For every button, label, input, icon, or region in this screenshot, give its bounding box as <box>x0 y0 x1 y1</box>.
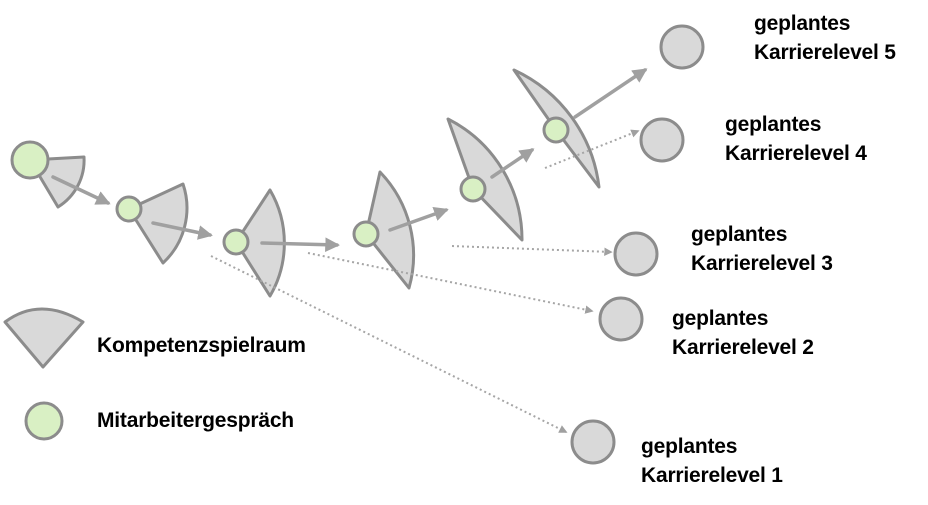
nodes-group <box>10 116 570 256</box>
circle-node-icon <box>459 175 487 203</box>
level-label-line2: Karrierelevel 1 <box>641 464 783 487</box>
legend-sector-label: Kompetenzspielraum <box>97 334 306 357</box>
circle-node-icon <box>222 228 250 256</box>
circle-node-icon <box>10 140 50 180</box>
arrow <box>490 148 535 179</box>
sector-icon <box>446 117 524 242</box>
circle-target-icon <box>639 117 685 163</box>
circle-node-icon <box>24 401 64 441</box>
dotted-arrow <box>307 252 594 314</box>
dotted-arrow <box>210 255 568 433</box>
level-label-2: geplantes Karrierelevel 2 <box>672 304 814 362</box>
level-label-line1: geplantes <box>754 12 851 35</box>
arrow <box>388 207 449 232</box>
level-label-line1: geplantes <box>672 307 769 330</box>
circle-target-icon <box>598 296 644 342</box>
level-label-5: geplantes Karrierelevel 5 <box>754 9 896 67</box>
circle-node-icon <box>115 195 143 223</box>
level-label-line2: Karrierelevel 2 <box>672 336 814 359</box>
sectors-group <box>28 68 601 298</box>
level-label-3: geplantes Karrierelevel 3 <box>691 220 833 278</box>
legend-node-label: Mitarbeitergespräch <box>97 409 294 432</box>
arrow <box>573 68 648 119</box>
legend-symbols <box>3 307 85 441</box>
level-label-line2: Karrierelevel 5 <box>754 41 896 64</box>
circle-node-icon <box>352 220 380 248</box>
targets-group <box>570 24 705 465</box>
level-label-line1: geplantes <box>691 223 788 246</box>
level-label-1: geplantes Karrierelevel 1 <box>641 432 783 490</box>
circle-node-icon <box>542 116 570 144</box>
dotted-arrow <box>544 129 640 169</box>
circle-target-icon <box>659 24 705 70</box>
level-label-line1: geplantes <box>725 113 822 136</box>
circle-target-icon <box>570 419 616 465</box>
arrow <box>51 175 111 205</box>
level-label-line2: Karrierelevel 4 <box>725 142 867 165</box>
dotted-arrows-group <box>210 129 640 433</box>
dotted-arrow <box>451 245 613 256</box>
arrow <box>151 221 213 240</box>
level-label-line1: geplantes <box>641 435 738 458</box>
level-label-line2: Karrierelevel 3 <box>691 252 833 275</box>
sector-icon <box>3 307 85 369</box>
level-label-4: geplantes Karrierelevel 4 <box>725 110 867 168</box>
arrow <box>260 237 340 253</box>
solid-arrows-group <box>51 68 648 253</box>
circle-target-icon <box>613 231 659 277</box>
